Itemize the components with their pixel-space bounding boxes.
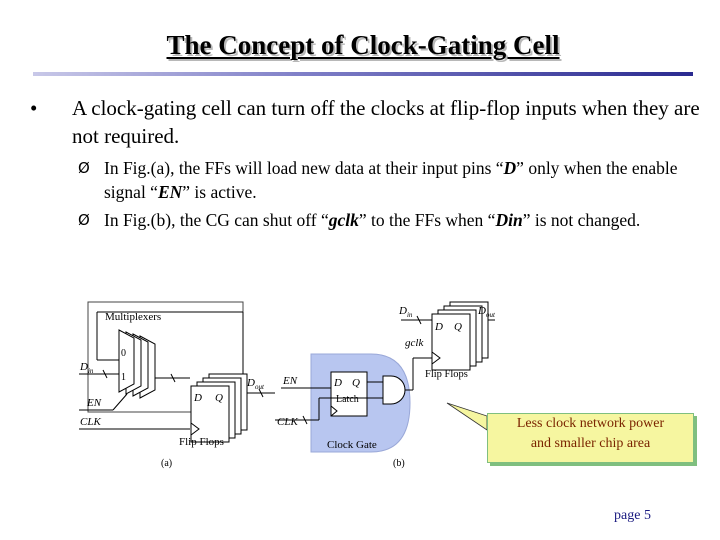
- bullet-marker: •: [30, 96, 38, 120]
- bullet-text: A clock-gating cell can turn off the clo…: [72, 96, 700, 148]
- title-rule: [33, 72, 693, 76]
- sub-bullet-text: In Fig.(a), the FFs will load new data a…: [104, 158, 678, 202]
- slide-title: The Concept of Clock-Gating Cell: [166, 30, 560, 60]
- ff-q-label-b: Q: [454, 321, 462, 333]
- callout-line-2: and smaller chip area: [530, 436, 651, 451]
- en-label-b: EN: [282, 375, 298, 387]
- ff-q-label: Q: [215, 392, 223, 404]
- ff-d-label: D: [193, 392, 202, 404]
- latch-label: Latch: [336, 394, 359, 405]
- callout-line-1: Less clock network power: [516, 416, 665, 431]
- clk-label-b: CLK: [277, 416, 298, 428]
- mux-input-1: 1: [121, 372, 126, 383]
- flip-flops-label-b: Flip Flops: [425, 369, 468, 380]
- arrow-bullet-icon: Ø: [78, 211, 90, 229]
- fig-a-label: (a): [161, 458, 172, 469]
- dout-label-b: Dout: [477, 305, 495, 319]
- mux-input-0: 0: [121, 348, 126, 359]
- and-gate-icon: [382, 375, 406, 405]
- flip-flops-label-a: Flip Flops: [179, 436, 224, 448]
- callout-pointer: [446, 402, 488, 431]
- gclk-label: gclk: [405, 337, 424, 349]
- callout-box: Less clock network power and smaller chi…: [487, 413, 694, 463]
- arrow-bullet-icon: Ø: [78, 159, 90, 177]
- latch-d-label: D: [333, 377, 342, 389]
- en-label-a: EN: [86, 397, 102, 409]
- fig-b-label: (b): [393, 458, 405, 469]
- latch: [330, 371, 368, 417]
- multiplexer-stack: [118, 329, 156, 399]
- multiplexers-label: Multiplexers: [105, 311, 161, 323]
- clk-label-a: CLK: [80, 416, 101, 428]
- din-label-a: Din: [79, 361, 94, 375]
- clock-gating-diagram: Multiplexers 0 1 Din EN CLK D Q Dout Fli…: [79, 301, 495, 469]
- flip-flop-stack-b: [431, 301, 489, 371]
- sub-bullet-text: In Fig.(b), the CG can shut off “gclk” t…: [104, 210, 641, 230]
- clock-gate-label: Clock Gate: [327, 439, 377, 451]
- ff-d-label-b: D: [434, 321, 443, 333]
- din-label-b: Din: [398, 305, 413, 319]
- dout-label-a: Dout: [246, 377, 265, 391]
- flip-flop-stack-a: [190, 373, 248, 443]
- page-number: page 5: [614, 508, 651, 523]
- latch-q-label: Q: [352, 377, 360, 389]
